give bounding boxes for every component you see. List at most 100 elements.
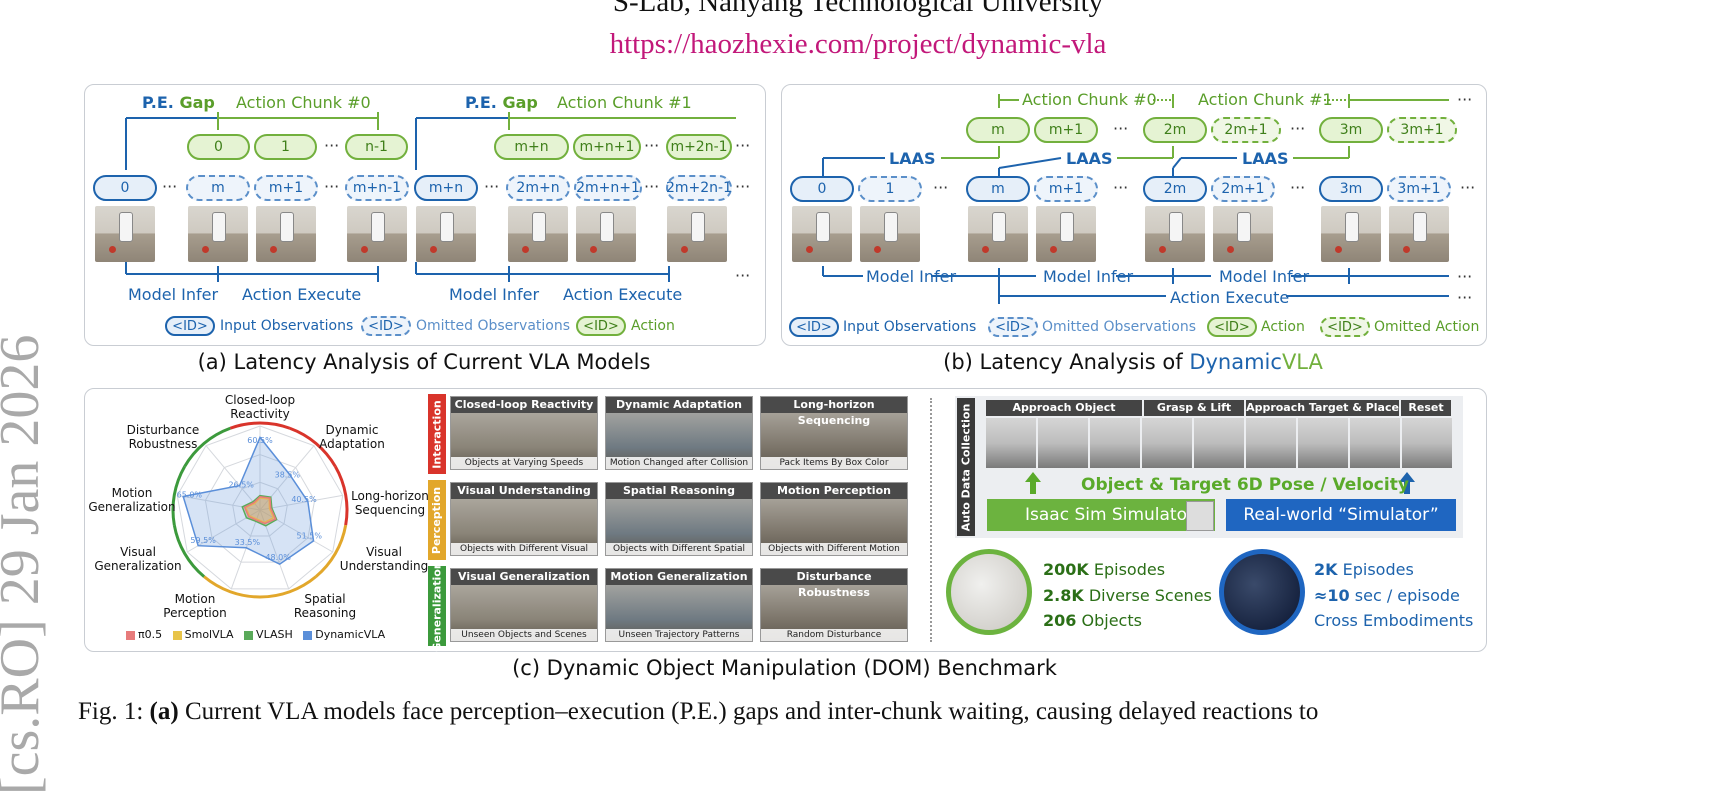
- stage-frame: [1246, 418, 1296, 468]
- omitted-observation-pill: m: [186, 175, 250, 201]
- action-execute-label: Action Execute: [242, 285, 362, 304]
- radar-value-label: 51.5%: [297, 531, 323, 540]
- radar-value-label: 38.5%: [275, 470, 301, 479]
- stage-header: Approach Object: [986, 400, 1142, 416]
- input-observation-pill: 3m: [1319, 176, 1383, 202]
- robot-frame-thumbnail: [968, 206, 1028, 262]
- radar-axis-label: Motion Perception: [163, 592, 227, 620]
- stage-header: Grasp & Lift: [1144, 400, 1244, 416]
- robot-frame-thumbnail: [188, 206, 248, 262]
- radar-chart: 60.5%38.5%40.5%51.5%48.0%33.5%59.5%65.0%…: [171, 421, 349, 599]
- stage-header: Approach Target & Place: [1246, 400, 1399, 416]
- ellipsis: ···: [735, 136, 751, 155]
- task-cell-subtitle: Objects at Varying Speeds: [451, 457, 597, 469]
- panel-a-arrows: [125, 112, 736, 282]
- input-observation-pill: m: [966, 176, 1030, 202]
- omitted-observation-pill: m+1: [254, 175, 318, 201]
- ellipsis: ···: [162, 177, 178, 196]
- robot-frame-thumbnail: [792, 206, 852, 262]
- radar-value-label: 65.0%: [177, 491, 203, 500]
- stage-frame: [1350, 418, 1400, 468]
- figure-caption: Fig. 1: (a) Current VLA models face perc…: [78, 698, 1319, 725]
- legend-swatch: [244, 630, 254, 640]
- task-cell-subtitle: Pack Items By Box Color: [761, 457, 907, 469]
- real-stat: ≈10 sec / episode: [1314, 586, 1460, 605]
- panel-c-caption: (c) Dynamic Object Manipulation (DOM) Be…: [512, 656, 1057, 680]
- task-cell-title: Visual Understanding: [451, 483, 597, 499]
- task-cell-title: Spatial Reasoning: [606, 483, 752, 499]
- radar-value-label: 48.0%: [265, 553, 291, 562]
- pe-gap-label-1: P.E. Gap: [142, 93, 215, 112]
- pose-velocity-label: Object & Target 6D Pose / Velocity: [1081, 475, 1409, 495]
- model-infer-label: Model Infer: [866, 267, 957, 286]
- radar-axis-label: Visual Generalization: [94, 545, 182, 573]
- legend-swatch: [172, 630, 182, 640]
- omitted-action-pill: 3m+1: [1387, 117, 1457, 143]
- legend-action-swatch: <ID>: [1207, 317, 1257, 337]
- arxiv-stamp: [cs.RO] 29 Jan 2026: [0, 335, 51, 795]
- task-cell-title: Disturbance Robustness: [761, 569, 907, 599]
- legend-omitted-label: Omitted Observations: [416, 318, 571, 334]
- legend-omitted-label: Omitted Observations: [1042, 319, 1197, 335]
- omitted-observation-pill: 2m+1: [1211, 176, 1275, 202]
- action-chunk-0-label: Action Chunk #0: [236, 93, 371, 112]
- radar-legend: π0.5 SmolVLA VLASH DynamicVLA: [126, 628, 385, 641]
- input-observation-pill: m+n: [414, 175, 478, 201]
- ellipsis: ···: [644, 177, 660, 196]
- input-observation-pill: 2m: [1143, 176, 1207, 202]
- stage-frame: [1090, 418, 1140, 468]
- action-pill: m+n: [494, 134, 569, 160]
- legend-omitted-action-label: Omitted Action: [1374, 319, 1480, 335]
- action-chunk-1-label: Action Chunk #1: [557, 93, 692, 112]
- ellipsis: ···: [933, 178, 949, 197]
- robot-frame-thumbnail: [508, 206, 568, 262]
- legend-action-swatch: <ID>: [576, 316, 626, 336]
- radar-group-arc: [183, 426, 231, 468]
- task-cell-subtitle: Objects with Different Spatial Cues: [606, 543, 752, 555]
- radar-group-arc: [172, 524, 206, 578]
- radar-value-label: 60.5%: [247, 436, 273, 445]
- omitted-observation-pill: m+n-1: [345, 175, 409, 201]
- project-link[interactable]: https://haozhexie.com/project/dynamic-vl…: [609, 28, 1107, 60]
- robot-frame-thumbnail: [256, 206, 316, 262]
- action-pill: n-1: [345, 134, 408, 160]
- legend-input-label: Input Observations: [843, 319, 977, 335]
- omitted-action-pill: 2m+1: [1211, 117, 1281, 143]
- real-stat: 2K Episodes: [1314, 560, 1414, 579]
- legend-input-swatch: <ID>: [165, 316, 215, 336]
- ellipsis: ···: [735, 266, 751, 285]
- laas-label: LAAS: [889, 149, 936, 168]
- group-sidebar: Perception: [428, 480, 446, 560]
- omitted-observation-pill: 1: [858, 176, 922, 202]
- robot-icon: [1186, 501, 1214, 531]
- legend-input-label: Input Observations: [220, 318, 354, 334]
- radar-group-arc: [171, 465, 186, 526]
- sim-stat: 200K Episodes: [1043, 560, 1166, 579]
- stage-frame: [1038, 418, 1088, 468]
- task-cell-title: Motion Perception: [761, 483, 907, 499]
- laas-label: LAAS: [1066, 149, 1113, 168]
- ellipsis: ···: [644, 136, 660, 155]
- task-cell-subtitle: Objects with Different Motion Cues: [761, 543, 907, 555]
- radar-series-05: [243, 496, 277, 525]
- ellipsis: ···: [1113, 178, 1129, 197]
- robot-frame-thumbnail: [667, 206, 727, 262]
- legend-swatch: [126, 630, 135, 640]
- radar-group-arc: [229, 421, 291, 430]
- radar-value-label: 26.5%: [228, 481, 254, 490]
- robot-frame-thumbnail: [416, 206, 476, 262]
- radar-spoke: [259, 494, 343, 511]
- legend-omitted-swatch: <ID>: [988, 317, 1038, 337]
- ellipsis: ···: [484, 177, 500, 196]
- omitted-observation-pill: m+1: [1034, 176, 1098, 202]
- radar-axis-label: Motion Generalization: [88, 486, 176, 514]
- ellipsis: ···: [735, 177, 751, 196]
- radar-spoke: [230, 509, 261, 590]
- radar-grid-ring: [232, 481, 288, 537]
- radar-group-arc: [334, 465, 349, 526]
